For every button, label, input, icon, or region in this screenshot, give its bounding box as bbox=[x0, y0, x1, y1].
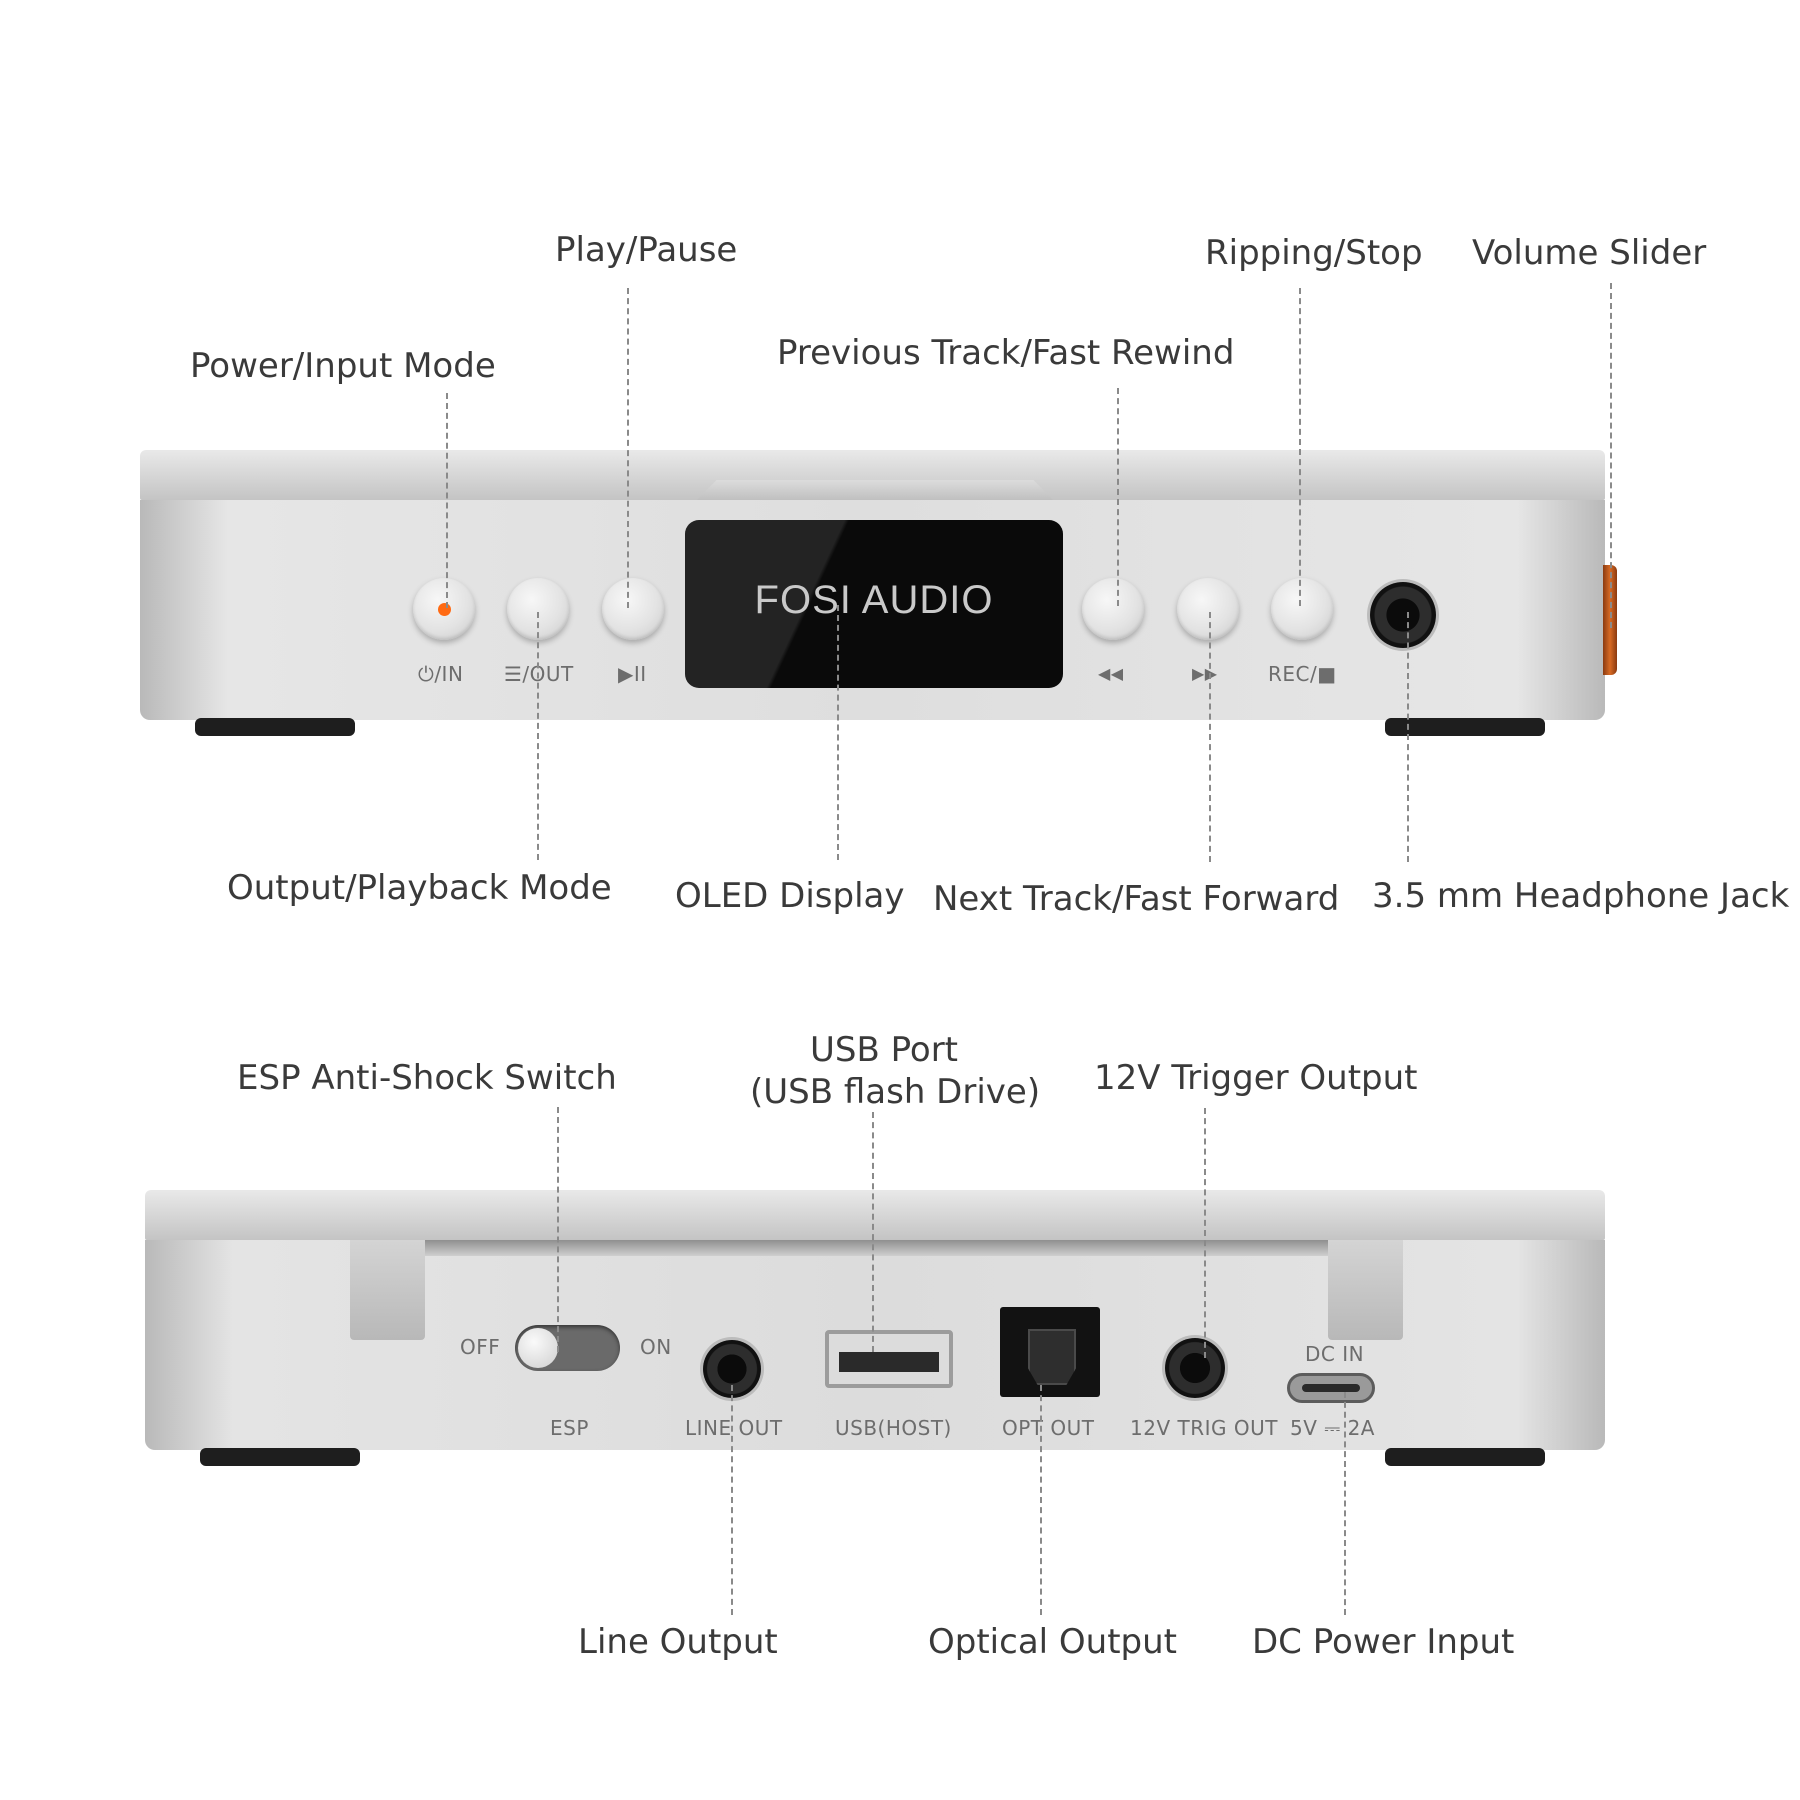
callout-esp-switch: ESP Anti-Shock Switch bbox=[237, 1058, 617, 1098]
headphone-jack[interactable] bbox=[1370, 582, 1436, 648]
line-out-label: LINE OUT bbox=[685, 1416, 783, 1440]
display-brand-text: FOSI AUDIO bbox=[754, 578, 994, 622]
rewind-label: ◀◀ bbox=[1098, 664, 1124, 683]
leader-output-mode bbox=[537, 612, 539, 860]
leader-esp bbox=[557, 1107, 559, 1352]
callout-next-track: Next Track/Fast Forward bbox=[933, 879, 1340, 919]
play-pause-label: ▶II bbox=[618, 662, 647, 686]
power-led-icon bbox=[438, 603, 451, 616]
trig-out-label: 12V TRIG OUT bbox=[1130, 1416, 1278, 1440]
power-in-label: ⏻/IN bbox=[418, 662, 464, 686]
callout-trigger-output: 12V Trigger Output bbox=[1094, 1058, 1418, 1098]
leader-oled bbox=[837, 605, 839, 860]
oled-display: FOSI AUDIO bbox=[685, 520, 1063, 688]
trigger-out-jack[interactable] bbox=[1165, 1338, 1225, 1398]
callout-power-input-mode: Power/Input Mode bbox=[190, 346, 496, 386]
play-pause-button[interactable] bbox=[602, 578, 664, 640]
esp-off-label: OFF bbox=[460, 1335, 501, 1359]
rear-tab-right bbox=[1328, 1240, 1403, 1340]
leader-volume-slider bbox=[1610, 283, 1612, 628]
leader-optical bbox=[1040, 1385, 1042, 1615]
leader-usb bbox=[872, 1112, 874, 1352]
optical-port[interactable] bbox=[1000, 1307, 1100, 1397]
dc-usb-c-port[interactable] bbox=[1287, 1373, 1375, 1403]
rear-panel-device: OFF ON ESP LINE OUT USB(HOST) OPT OUT 12… bbox=[145, 1190, 1615, 1480]
callout-previous-track: Previous Track/Fast Rewind bbox=[777, 333, 1235, 373]
leader-dc-power bbox=[1344, 1392, 1346, 1615]
rec-stop-button[interactable] bbox=[1271, 578, 1333, 640]
callout-volume-slider: Volume Slider bbox=[1472, 233, 1707, 273]
rear-lid bbox=[145, 1190, 1605, 1240]
leader-power bbox=[446, 393, 448, 608]
callout-optical-output: Optical Output bbox=[928, 1622, 1178, 1662]
leader-play-pause bbox=[627, 288, 629, 608]
esp-on-label: ON bbox=[640, 1335, 672, 1359]
esp-label: ESP bbox=[550, 1416, 589, 1440]
callout-oled-display: OLED Display bbox=[675, 876, 905, 916]
leader-previous-track bbox=[1117, 388, 1119, 606]
callout-dc-power-input: DC Power Input bbox=[1252, 1622, 1515, 1662]
leader-line-output bbox=[731, 1385, 733, 1615]
front-foot-right bbox=[1385, 718, 1545, 736]
esp-switch[interactable] bbox=[515, 1325, 620, 1371]
leader-trigger bbox=[1204, 1108, 1206, 1358]
callout-ripping-stop: Ripping/Stop bbox=[1205, 233, 1423, 273]
leader-ripping-stop bbox=[1299, 288, 1301, 606]
power-input-button[interactable] bbox=[413, 578, 475, 640]
previous-track-button[interactable] bbox=[1082, 578, 1144, 640]
opt-out-label: OPT OUT bbox=[1002, 1416, 1095, 1440]
dc-rating-label: 5V ⎓ 2A bbox=[1290, 1416, 1375, 1440]
disc-tray-bump bbox=[695, 480, 1055, 502]
dc-usb-c-tongue bbox=[1302, 1384, 1360, 1392]
callout-line-output: Line Output bbox=[578, 1622, 778, 1662]
display-glare bbox=[685, 520, 1063, 688]
rear-recess bbox=[425, 1240, 1335, 1256]
dc-in-label: DC IN bbox=[1305, 1342, 1365, 1366]
next-track-button[interactable] bbox=[1177, 578, 1239, 640]
leader-headphone-jack bbox=[1407, 612, 1409, 862]
rear-foot-left bbox=[200, 1448, 360, 1466]
callout-usb-port-line2: (USB flash Drive) bbox=[750, 1072, 1041, 1112]
optical-port-shutter bbox=[1028, 1329, 1076, 1385]
esp-switch-knob bbox=[518, 1328, 558, 1368]
front-panel-device: FOSI AUDIO ⏻/IN ☰/OUT ▶II ◀◀ ▶▶ REC/■ bbox=[140, 450, 1620, 740]
rec-stop-label: REC/■ bbox=[1268, 662, 1337, 686]
rear-foot-right bbox=[1385, 1448, 1545, 1466]
callout-play-pause: Play/Pause bbox=[555, 230, 738, 270]
usb-host-label: USB(HOST) bbox=[835, 1416, 952, 1440]
callout-output-playback-mode: Output/Playback Mode bbox=[227, 868, 612, 908]
usb-port-tongue bbox=[839, 1352, 939, 1372]
rear-tab-left bbox=[350, 1240, 425, 1340]
front-foot-left bbox=[195, 718, 355, 736]
forward-label: ▶▶ bbox=[1192, 664, 1218, 683]
callout-headphone-jack: 3.5 mm Headphone Jack bbox=[1372, 876, 1790, 916]
usb-port[interactable] bbox=[825, 1330, 953, 1388]
leader-next-track bbox=[1209, 612, 1211, 862]
callout-usb-port-line1: USB Port bbox=[810, 1030, 959, 1070]
